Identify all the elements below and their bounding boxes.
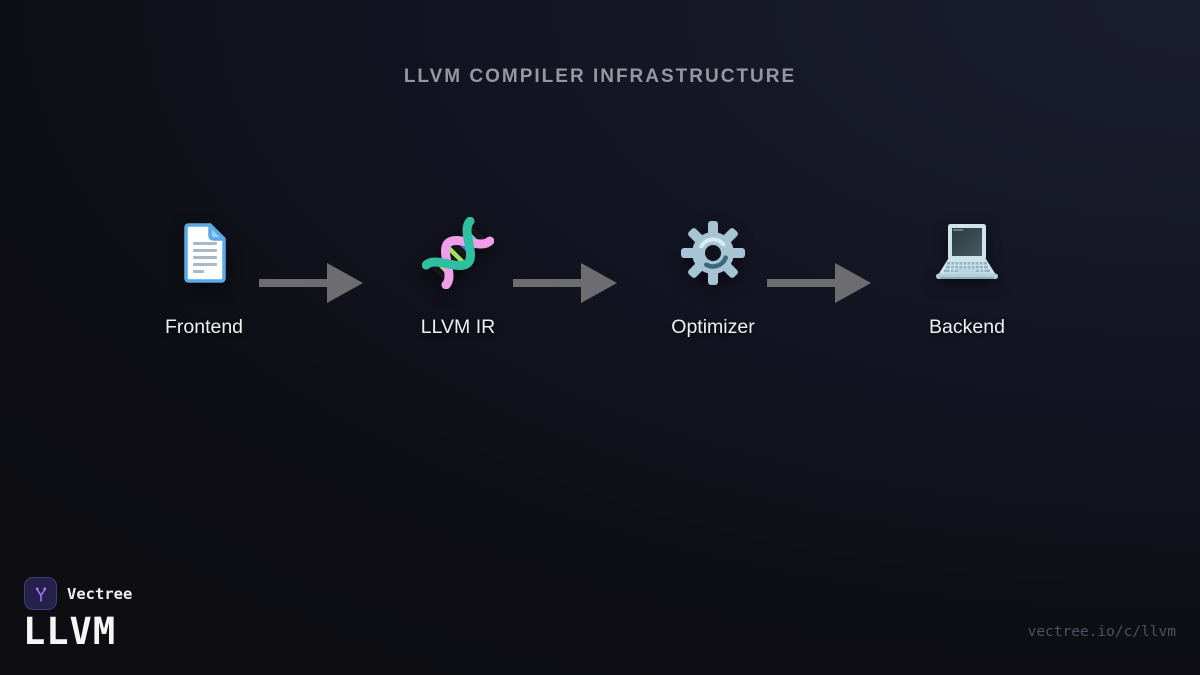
flow-node-optimizer: Optimizer [623,217,803,339]
topic-title: LLVM [23,610,117,653]
vectree-logo-icon [24,577,57,610]
node-label-llvm-ir: LLVM IR [420,316,496,338]
share-url: vectree.io/c/llvm [1027,624,1176,640]
page-title: LLVM COMPILER INFRASTRUCTURE [403,66,797,87]
node-label-optimizer: Optimizer [671,316,755,338]
flow-arrow-right-icon [767,262,871,304]
brand-name: Vectree [67,584,133,603]
dna-icon [421,216,495,290]
flow-node-llvm-ir: LLVM IR [368,216,548,339]
brand-block: Vectree [24,577,132,610]
laptop-icon [931,217,1003,289]
flow-node-frontend: Frontend [114,217,294,339]
gear-icon [677,217,749,289]
document-icon [168,217,240,289]
flow-arrow-right-icon [513,262,617,304]
node-label-backend: Backend [929,316,1005,338]
node-label-frontend: Frontend [164,316,244,338]
flow-node-backend: Backend [877,217,1057,339]
flow-arrow-right-icon [259,262,363,304]
